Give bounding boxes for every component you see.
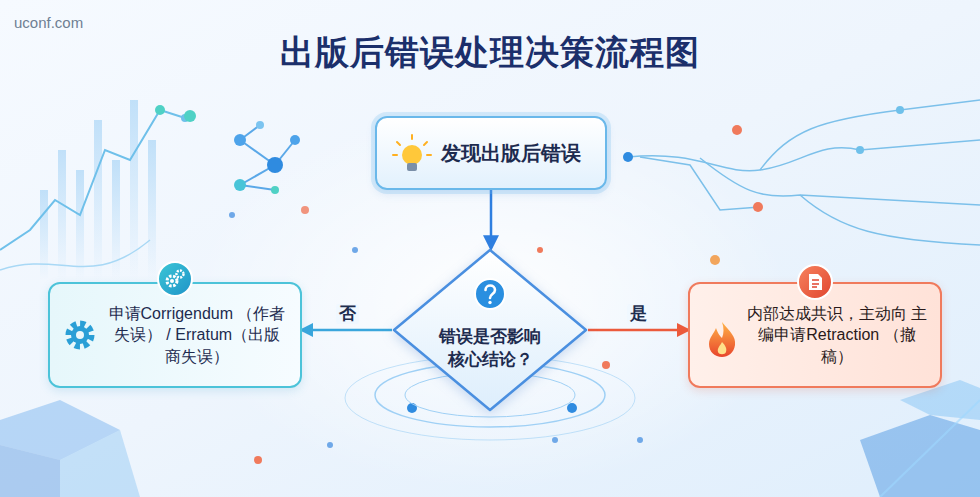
lightbulb-icon <box>393 135 431 171</box>
box-text: 内部达成共识，主动向 主编申请Retraction （撤稿） <box>746 303 928 368</box>
title: 出版后错误处理决策流程图 <box>0 30 980 76</box>
decision-text: 错误是否影响 核心结论？ <box>431 326 549 372</box>
decision-diamond: 错误是否影响 核心结论？ <box>392 248 588 412</box>
box-text: 发现出版后错误 <box>441 140 581 167</box>
process-box: 申请Corrigendum （作者失误） / Erratum（出版商失误） <box>48 282 302 388</box>
fire-icon <box>709 322 735 357</box>
flow-arrow <box>302 329 392 332</box>
gear-badge <box>158 262 192 296</box>
start-box: 发现出版后错误 <box>375 116 607 190</box>
line-decor <box>628 100 980 245</box>
edge-label: 否 <box>336 304 359 324</box>
gear-icon <box>69 324 91 346</box>
bar-chart-decor <box>0 100 189 280</box>
box-text: 申请Corrigendum （作者失误） / Erratum（出版商失误） <box>106 303 288 368</box>
flow-arrow <box>588 329 688 332</box>
edge-label: 是 <box>627 304 650 324</box>
process-box: 内部达成共识，主动向 主编申请Retraction （撤稿） <box>688 282 942 388</box>
watermark: uconf.com <box>14 14 83 31</box>
document-badge <box>798 265 832 299</box>
flow-arrow <box>490 190 493 248</box>
question-icon <box>475 279 505 309</box>
network-decor <box>234 121 300 194</box>
